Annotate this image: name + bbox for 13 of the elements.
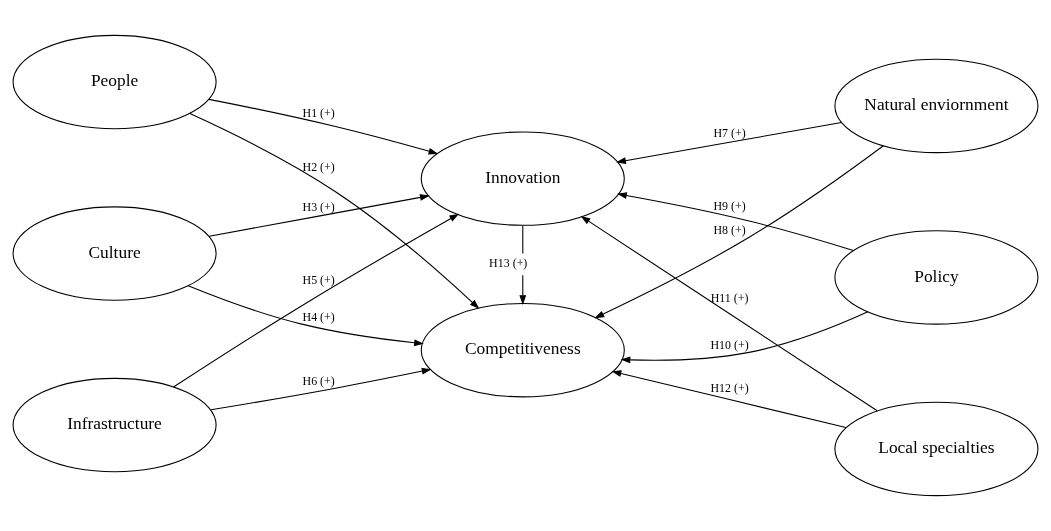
edge-label: H3 (+) bbox=[302, 200, 335, 214]
edge-label: H6 (+) bbox=[302, 373, 335, 388]
edge-label: H9 (+) bbox=[713, 198, 746, 213]
edge-label: H4 (+) bbox=[302, 309, 335, 324]
edge-label: H12 (+) bbox=[710, 381, 749, 396]
edge-label: H10 (+) bbox=[710, 337, 749, 352]
edge-label: H8 (+) bbox=[713, 222, 746, 237]
edge-label: H11 (+) bbox=[710, 291, 749, 306]
edge-label: H5 (+) bbox=[302, 272, 335, 287]
edge-label: H7 (+) bbox=[713, 126, 746, 141]
edge-label: H13 (+) bbox=[489, 256, 528, 271]
edge-label: H2 (+) bbox=[302, 159, 335, 174]
edge-label: H1 (+) bbox=[302, 105, 335, 120]
